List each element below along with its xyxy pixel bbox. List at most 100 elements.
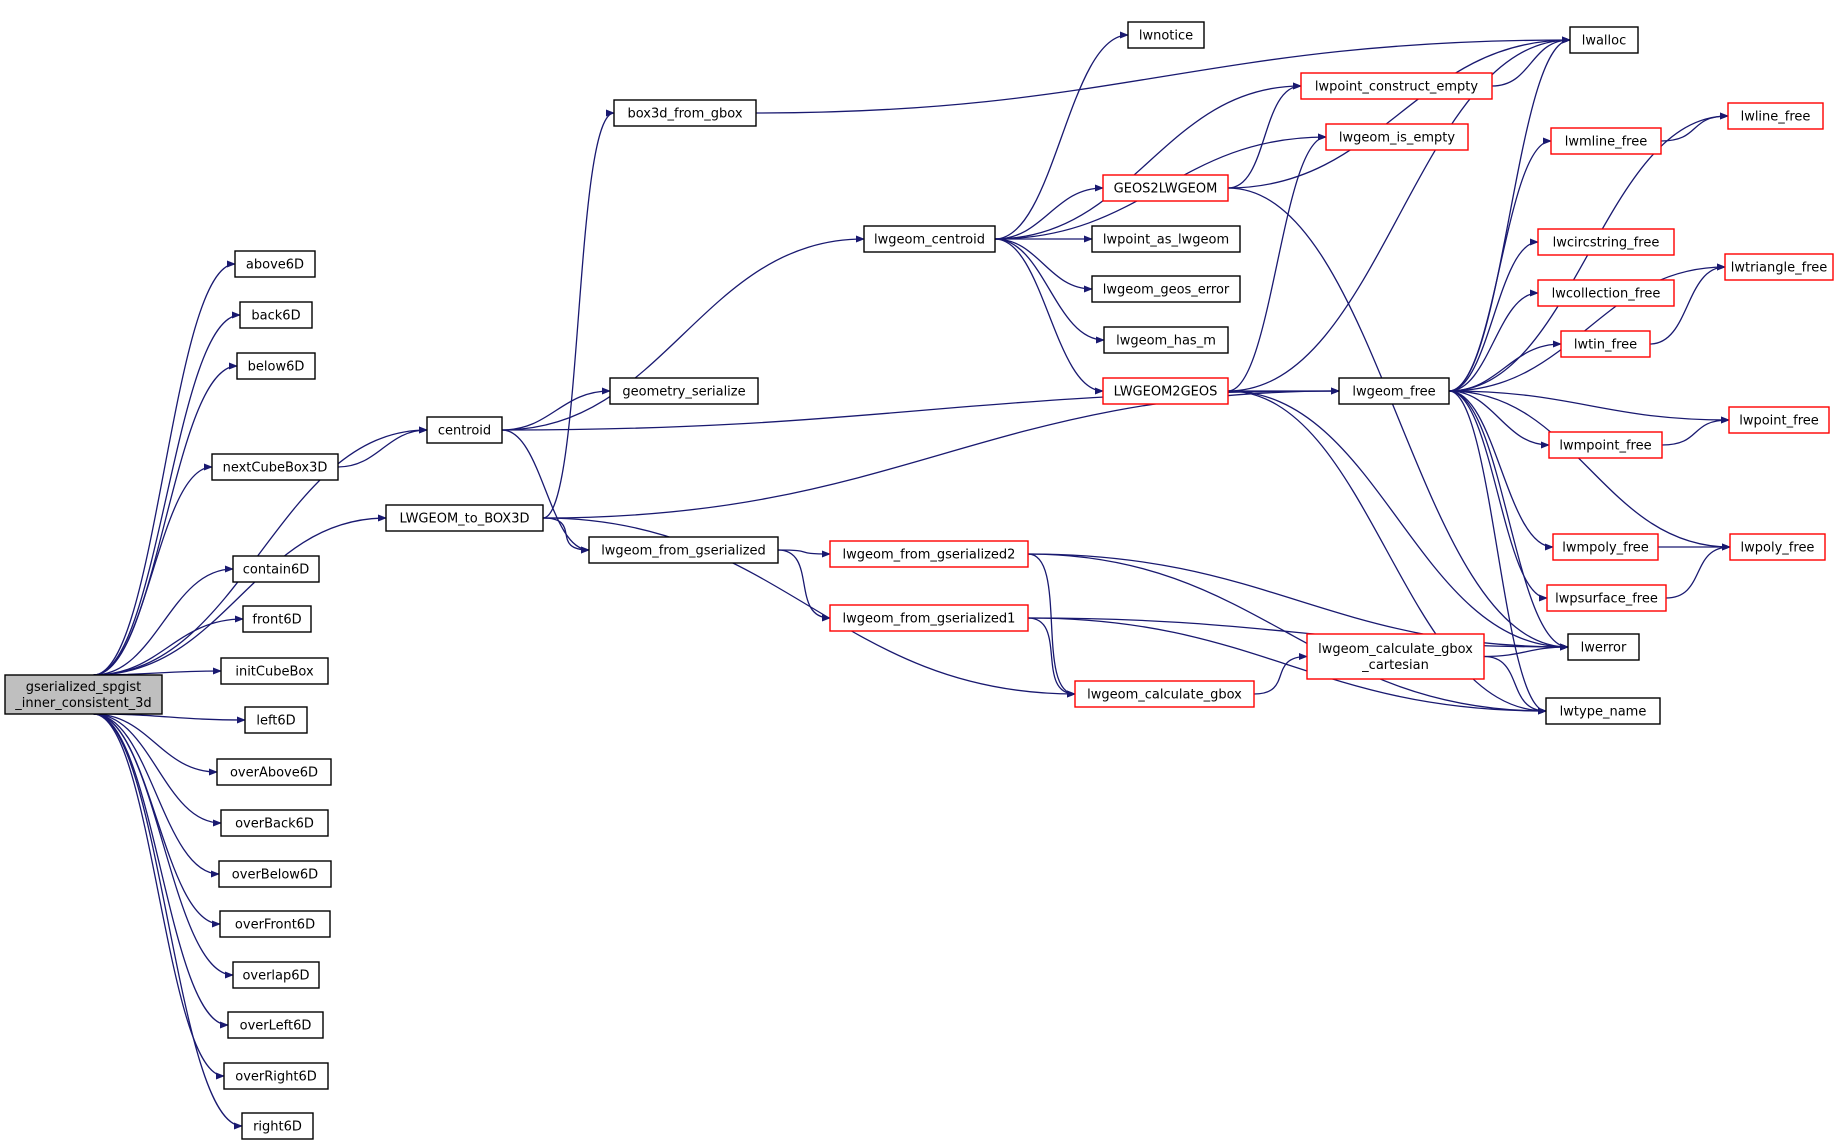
- node-lwgeom-centroid[interactable]: lwgeom_centroid: [863, 225, 996, 253]
- node-label: lwpsurface_free: [1555, 592, 1658, 607]
- node-box: [1552, 533, 1659, 561]
- node-lwpoint-as-lwgeom[interactable]: lwpoint_as_lwgeom: [1091, 225, 1241, 253]
- node-lwmpoly-free[interactable]: lwmpoly_free: [1552, 533, 1659, 561]
- node-over-above6-d[interactable]: overAbove6D: [216, 758, 332, 786]
- node-over-back6-d[interactable]: overBack6D: [220, 809, 329, 837]
- node-box: [211, 453, 339, 481]
- node-box: [1546, 584, 1667, 612]
- node-lwpoint-free[interactable]: lwpoint_free: [1728, 406, 1830, 434]
- node-contain6-d[interactable]: contain6D: [232, 555, 320, 583]
- edge-lwgeom-to-box3-d-to-lwgeom-from-gserialized: [542, 517, 590, 554]
- node-over-left6-d[interactable]: overLeft6D: [227, 1011, 324, 1039]
- node-geos2-lwgeom[interactable]: GEOS2LWGEOM: [1102, 174, 1229, 202]
- node-box: [1102, 377, 1229, 405]
- edge-lwgeom-from-gserialized-to-lwgeom-from-gserialized2: [777, 549, 831, 558]
- node-lwgeom-has-m[interactable]: lwgeom_has_m: [1103, 326, 1229, 354]
- node-label: lwtype_name: [1560, 705, 1647, 720]
- node-next-cube-box3-d[interactable]: nextCubeBox3D: [211, 453, 339, 481]
- edge-root-to-back6-d: [93, 311, 241, 676]
- node-lwpoint-construct-empty[interactable]: lwpoint_construct_empty: [1300, 72, 1493, 100]
- node-left6-d[interactable]: left6D: [244, 706, 308, 734]
- node-label: lwgeom_from_gserialized: [601, 544, 766, 559]
- node-right6-d[interactable]: right6D: [241, 1112, 314, 1140]
- node-box: [1567, 633, 1640, 661]
- node-front6-d[interactable]: front6D: [242, 605, 312, 633]
- edge-root-to-over-left6-d: [93, 713, 229, 1029]
- edge-root-to-over-front6-d: [93, 713, 221, 928]
- node-lwalloc[interactable]: lwalloc: [1569, 26, 1639, 54]
- node-lwgeom-to-box3-d[interactable]: LWGEOM_to_BOX3D: [385, 504, 544, 532]
- node-label: lwmline_free: [1565, 135, 1648, 150]
- node-over-below6-d[interactable]: overBelow6D: [218, 860, 332, 888]
- edge-lwgeom-calculate-gbox-cartesian-to-lwerror: [1483, 643, 1569, 658]
- edge-lwgeom-to-box3-d-to-lwgeom-calculate-gbox: [542, 517, 1076, 698]
- node-overlap6-d[interactable]: overlap6D: [232, 961, 320, 989]
- node-label: lwgeom_centroid: [874, 233, 985, 248]
- node-label: nextCubeBox3D: [223, 461, 328, 476]
- node-lwcircstring-free[interactable]: lwcircstring_free: [1537, 228, 1675, 256]
- node-label: lwalloc: [1582, 34, 1627, 49]
- node-label: lwpoint_free: [1739, 414, 1819, 429]
- node-centroid[interactable]: centroid: [426, 416, 503, 444]
- node-lwnotice[interactable]: lwnotice: [1127, 21, 1205, 49]
- edge-geos2-lwgeom-to-lwerror: [1227, 187, 1569, 651]
- node-lwcollection-free[interactable]: lwcollection_free: [1537, 279, 1675, 307]
- node-geometry-serialize[interactable]: geometry_serialize: [609, 377, 759, 405]
- edge-lwgeom-free-to-lwtriangle-free: [1448, 263, 1726, 392]
- node-root[interactable]: gserialized_spgist_inner_consistent_3d: [4, 674, 163, 715]
- edge-root-to-next-cube-box3-d: [93, 463, 213, 676]
- edge-geos2-lwgeom-to-lwpoint-construct-empty: [1227, 82, 1302, 189]
- node-label: lwtriangle_free: [1731, 261, 1828, 276]
- node-box: [1728, 406, 1830, 434]
- node-lwgeom-from-gserialized1[interactable]: lwgeom_from_gserialized1: [829, 604, 1029, 632]
- node-lwmpoint-free[interactable]: lwmpoint_free: [1548, 431, 1663, 459]
- node-lwline-free[interactable]: lwline_free: [1727, 102, 1824, 130]
- edge-lwmline-free-to-lwline-free: [1660, 112, 1729, 142]
- node-above6-d[interactable]: above6D: [234, 250, 316, 278]
- node-label: lwmpoly_free: [1562, 541, 1649, 556]
- node-layer: gserialized_spgist_inner_consistent_3d ab…: [4, 21, 1834, 1140]
- node-lwmline-free[interactable]: lwmline_free: [1550, 127, 1662, 155]
- node-lwerror[interactable]: lwerror: [1567, 633, 1640, 661]
- node-lwgeom-calculate-gbox-cartesian[interactable]: lwgeom_calculate_gbox_cartesian: [1306, 633, 1485, 680]
- node-label: lwcollection_free: [1552, 287, 1661, 302]
- node-lwtin-free[interactable]: lwtin_free: [1560, 330, 1651, 358]
- node-lwgeom-geos-error[interactable]: lwgeom_geos_error: [1091, 275, 1241, 303]
- node-lwgeom-from-gserialized2[interactable]: lwgeom_from_gserialized2: [829, 540, 1029, 568]
- node-over-right6-d[interactable]: overRight6D: [223, 1062, 329, 1090]
- node-label: lwerror: [1581, 641, 1627, 656]
- node-box: [1074, 680, 1255, 708]
- edge-root-to-front6-d: [93, 615, 244, 676]
- edge-lwgeom-free-to-lwmline-free: [1448, 137, 1552, 392]
- node-box3d-from-gbox[interactable]: box3d_from_gbox: [613, 99, 757, 127]
- edge-lwgeom-to-box3-d-to-lwgeom-free: [542, 387, 1340, 519]
- node-label: overLeft6D: [240, 1019, 312, 1034]
- node-label: initCubeBox: [235, 665, 314, 680]
- node-lwpsurface-free[interactable]: lwpsurface_free: [1546, 584, 1667, 612]
- edge-centroid-to-lwgeom-from-gserialized: [501, 429, 590, 554]
- node-lwpoly-free[interactable]: lwpoly_free: [1729, 533, 1826, 561]
- node-lwgeom2-geos[interactable]: LWGEOM2GEOS: [1102, 377, 1229, 405]
- edge-root-to-over-below6-d: [93, 713, 220, 878]
- node-box: [232, 961, 320, 989]
- node-init-cube-box[interactable]: initCubeBox: [220, 657, 329, 685]
- node-label: geometry_serialize: [622, 385, 745, 400]
- node-lwgeom-is-empty[interactable]: lwgeom_is_empty: [1325, 123, 1469, 151]
- edge-root-to-contain6-d: [93, 565, 234, 676]
- node-lwgeom-from-gserialized[interactable]: lwgeom_from_gserialized: [588, 536, 779, 564]
- edge-lwpoint-construct-empty-to-lwalloc: [1491, 36, 1571, 87]
- edge-lwgeom-to-box3-d-to-box3d-from-gbox: [542, 109, 615, 519]
- node-back6-d[interactable]: back6D: [239, 301, 313, 329]
- node-lwtype-name[interactable]: lwtype_name: [1545, 697, 1661, 725]
- edge-root-to-over-back6-d: [93, 713, 222, 827]
- edge-lwgeom-calculate-gbox-to-lwgeom-calculate-gbox-cartesian: [1253, 652, 1308, 695]
- node-lwgeom-calculate-gbox[interactable]: lwgeom_calculate_gbox: [1074, 680, 1255, 708]
- node-over-front6-d[interactable]: overFront6D: [219, 910, 331, 938]
- edge-root-to-over-above6-d: [93, 713, 218, 776]
- node-below6-d[interactable]: below6D: [236, 352, 316, 380]
- node-box: [1102, 174, 1229, 202]
- edge-lwgeom-centroid-to-lwgeom-geos-error: [994, 238, 1093, 293]
- edge-lwgeom-free-to-lwmpoly-free: [1448, 390, 1554, 551]
- node-lwtriangle-free[interactable]: lwtriangle_free: [1724, 253, 1834, 281]
- node-lwgeom-free[interactable]: lwgeom_free: [1338, 377, 1450, 405]
